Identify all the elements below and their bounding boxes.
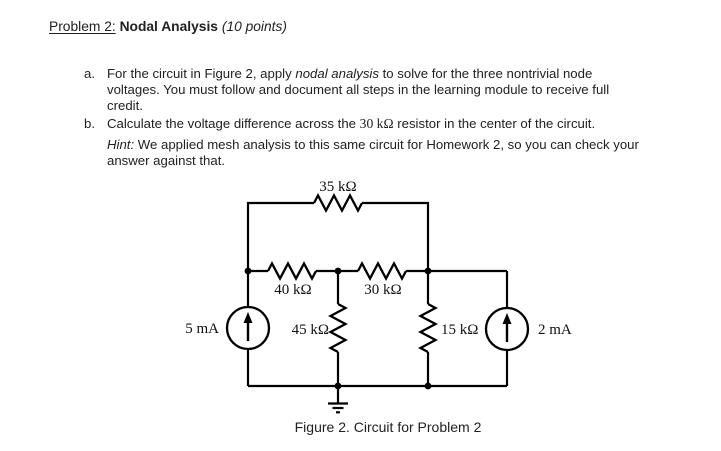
current-source-5ma-symbol [225,305,271,351]
hint-label: Hint: [107,137,135,152]
resistor-15k-label: 15 kΩ [441,322,478,338]
task-a-line1-italic: nodal analysis [295,66,379,81]
current-arrowhead-2ma-icon [502,313,512,324]
figure-caption: Figure 2. Circuit for Problem 2 [295,419,482,435]
resistor-35k-symbol [312,193,364,213]
problem-title: Nodal Analysis [119,19,218,34]
resistor-value-inline: 30 kΩ [359,116,394,131]
page-title: Problem 2: Nodal Analysis (10 points) [49,18,287,35]
task-a-line1: For the circuit in Figure 2, apply nodal… [107,66,609,82]
source-2ma-label: 2 mA [538,322,572,338]
hint-line1-text: We applied mesh analysis to this same ci… [134,137,639,152]
current-arrowhead-5ma-icon [243,312,253,323]
node-dot [424,382,432,390]
wire-top-right [362,201,430,271]
task-a-line3: credit. [107,98,143,113]
resistor-45k-label: 45 kΩ [292,322,329,338]
resistor-30k-symbol [356,261,408,281]
resistor-45k-symbol [328,302,348,354]
node-dot [244,267,252,275]
resistor-40k-symbol [266,261,318,281]
task-a-label: a. [84,66,95,81]
task-a-line1-pre: For the circuit in Figure 2, apply [107,66,296,81]
source-5ma-label: 5 mA [185,321,219,337]
task-a-text: For the circuit in Figure 2, apply nodal… [107,66,609,114]
node-dot [334,267,342,275]
task-b-line1-post: resistor in the center of the circuit. [393,116,596,131]
resistor-30k-label: 30 kΩ [364,282,401,298]
points-label: (10 points) [221,19,287,34]
hint-line1: Hint: We applied mesh analysis to this s… [107,137,639,153]
task-b-label: b. [84,116,95,131]
resistor-15k-symbol [418,302,438,354]
resistor-40k-label: 40 kΩ [274,282,311,298]
ground-icon [328,386,348,414]
task-b-hint: Hint: We applied mesh analysis to this s… [107,137,639,169]
node-dot [424,267,432,275]
hint-line2: answer against that. [107,153,226,168]
task-a-line1-post: to solve for the three nontrivial node [378,66,593,81]
resistor-35k-label: 35 kΩ [319,179,356,195]
problem-label: Problem 2: [49,19,116,34]
task-b-line1: Calculate the voltage difference across … [107,116,595,132]
task-b-line1-pre: Calculate the voltage difference across … [107,116,360,131]
task-b-text: Calculate the voltage difference across … [107,116,595,132]
task-a-line2: voltages. You must follow and document a… [107,82,610,97]
